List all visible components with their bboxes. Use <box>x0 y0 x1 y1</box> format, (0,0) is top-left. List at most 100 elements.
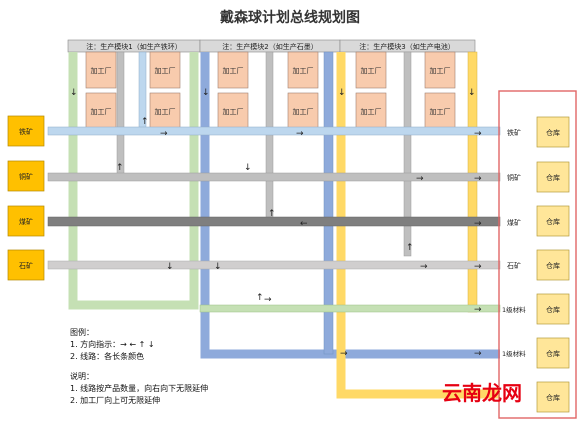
factory-1a-label: 加工厂 <box>91 66 112 75</box>
bus-copper <box>47 172 501 182</box>
svg-text:→: → <box>296 129 304 139</box>
factory-3a-label: 加工厂 <box>361 66 382 75</box>
module-2-copper-feed <box>265 51 274 223</box>
factory-1c-label: 加工厂 <box>155 66 176 75</box>
factory-2b-label: 加工厂 <box>223 107 244 116</box>
factory-3c-label: 加工厂 <box>430 66 451 75</box>
bus-material-1 <box>199 304 501 313</box>
warehouse-6-label: 仓库 <box>546 349 560 358</box>
factory-3b <box>355 92 387 130</box>
warehouse-7-label: 仓库 <box>546 393 560 402</box>
notes: 说明： 1. 线路按产品数量，向右向下无限延伸 2. 加工厂向上可无限延伸 <box>70 371 208 405</box>
factory-1c <box>149 51 181 89</box>
notes-line-1: 1. 线路按产品数量，向右向下无限延伸 <box>70 383 208 393</box>
factory-2c-label: 加工厂 <box>293 66 314 75</box>
svg-text:↓: ↓ <box>166 262 174 272</box>
warehouse-4-label: 仓库 <box>546 261 560 270</box>
source-copper-label: 铜矿 <box>19 172 33 181</box>
svg-text:←: ← <box>300 219 308 229</box>
notes-line-2: 2. 加工厂向上可无限延伸 <box>70 395 160 405</box>
module-3-label: 注：生产模块3（如生产电池） <box>359 42 454 51</box>
source-iron <box>7 115 45 147</box>
factory-1b-label: 加工厂 <box>91 107 112 116</box>
factory-1d <box>149 92 181 130</box>
bus-coal <box>47 216 501 227</box>
warehouse-5 <box>536 293 570 325</box>
factory-3c <box>424 51 456 89</box>
factory-3d <box>424 92 456 130</box>
svg-text:↓: ↓ <box>70 88 78 98</box>
svg-text:↑: ↑ <box>268 209 276 219</box>
output-label-coal: 煤矿 <box>507 218 521 227</box>
factory-3d-label: 加工厂 <box>430 107 451 116</box>
factory-2a <box>217 51 249 89</box>
output-label-material-1a: 1级材料 <box>502 305 526 314</box>
output-label-iron: 铁矿 <box>507 128 521 137</box>
svg-text:→: → <box>340 349 348 359</box>
svg-text:→: → <box>474 262 482 272</box>
source-iron-label: 铁矿 <box>19 127 33 136</box>
svg-text:↑: ↑ <box>406 243 414 253</box>
watermark-logo: 云南龙网 <box>442 381 522 405</box>
output-label-stone: 石矿 <box>507 261 521 270</box>
bus-stone <box>47 260 501 270</box>
svg-text:→: → <box>474 129 482 139</box>
warehouse-3-label: 仓库 <box>546 217 560 226</box>
factory-2b <box>217 92 249 130</box>
output-label-material-1b: 1级材料 <box>502 349 526 358</box>
factory-3b-label: 加工厂 <box>361 107 382 116</box>
module-2: 注：生产模块2（如生产石墨） 加工厂 加工厂 加工厂 加工厂 <box>199 39 500 359</box>
svg-text:→: → <box>474 349 482 359</box>
warehouse-4 <box>536 249 570 281</box>
svg-text:↓: ↓ <box>202 88 210 98</box>
module-1-label: 注：生产模块1（如生产铁环） <box>86 42 181 51</box>
module-3: 注：生产模块3（如生产电池） 加工厂 加工厂 加工厂 加工厂 <box>336 39 500 399</box>
module-3-yellow-line <box>336 52 500 399</box>
factory-3a <box>355 51 387 89</box>
factory-2a-label: 加工厂 <box>223 66 244 75</box>
svg-text:→: → <box>264 295 272 305</box>
warehouse-highlight-frame <box>498 90 577 419</box>
svg-text:↑: ↑ <box>141 117 149 127</box>
factory-2d <box>287 92 319 130</box>
warehouses: 仓库 仓库 仓库 仓库 仓库 仓库 仓库 <box>536 116 570 413</box>
bus-iron <box>47 126 501 136</box>
svg-text:→: → <box>474 305 482 315</box>
page-title: 戴森球计划总线规划图 <box>220 9 360 26</box>
warehouse-2-label: 仓库 <box>546 173 560 182</box>
module-2-label: 注：生产模块2（如生产石墨） <box>222 42 317 51</box>
svg-text:↑: ↑ <box>256 293 264 303</box>
legend-title: 图例： <box>70 327 94 337</box>
sources: 铁矿 铜矿 煤矿 石矿 <box>7 115 45 281</box>
direction-arrows: ↓ ↑ → ↑ ↓ ↓ ↓ ↑ → ↑ → ← ↓ ↓ → ↑ → → ↓ → … <box>70 88 482 359</box>
output-labels: 铁矿 铜矿 煤矿 石矿 1级材料 1级材料 <box>502 128 526 358</box>
svg-text:↑: ↑ <box>116 163 124 173</box>
warehouse-2 <box>536 161 570 193</box>
source-stone-label: 石矿 <box>19 261 33 270</box>
module-2-blue-line <box>200 52 500 359</box>
legend-line-1: 1. 方向指示：→ ← ↑ ↓ <box>70 339 155 349</box>
notes-title: 说明： <box>70 371 94 381</box>
factory-1b <box>85 92 117 130</box>
source-copper <box>7 160 45 192</box>
svg-text:→: → <box>420 262 428 272</box>
factory-2d-label: 加工厂 <box>293 107 314 116</box>
svg-text:→: → <box>474 174 482 184</box>
legend: 图例： 1. 方向指示：→ ← ↑ ↓ 2. 线路：各长条颜色 <box>70 327 155 361</box>
svg-text:→: → <box>160 129 168 139</box>
warehouse-1 <box>536 116 570 148</box>
svg-text:↓: ↓ <box>468 88 476 98</box>
warehouse-1-label: 仓库 <box>546 128 560 137</box>
warehouse-3 <box>536 205 570 237</box>
svg-text:↓: ↓ <box>244 163 252 173</box>
source-coal <box>7 205 45 237</box>
warehouse-6 <box>536 337 570 369</box>
factory-1a <box>85 51 117 89</box>
svg-text:↓: ↓ <box>214 262 222 272</box>
factory-1d-label: 加工厂 <box>155 107 176 116</box>
warehouse-5-label: 仓库 <box>546 305 560 314</box>
svg-text:↓: ↓ <box>338 88 346 98</box>
legend-line-2: 2. 线路：各长条颜色 <box>70 351 144 361</box>
